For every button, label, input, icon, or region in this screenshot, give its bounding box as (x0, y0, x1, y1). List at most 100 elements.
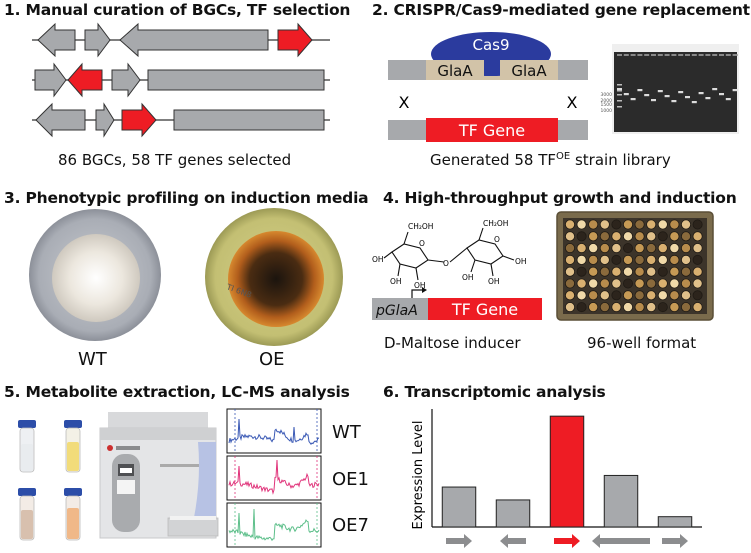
plate-well (588, 266, 599, 277)
caption-suffix: strain library (570, 151, 671, 169)
gel-band (705, 97, 711, 100)
svg-text:O: O (443, 259, 449, 268)
plate-well (599, 290, 610, 301)
plate-well (634, 254, 645, 265)
gel-band (685, 96, 690, 99)
gel-band (712, 88, 718, 91)
plate-well (564, 278, 575, 289)
plate-well (611, 254, 622, 265)
panel-4-caption-left: D-Maltose inducer (384, 334, 521, 352)
maltose-structure: CH₂OH CH₂OH O O O OH OH OH OH OH OH (372, 219, 527, 290)
svg-text:OH: OH (372, 255, 384, 264)
pglaa-tf-construct: pGlaA TF Gene (372, 287, 542, 320)
gel-band (657, 90, 663, 93)
plate-well (657, 243, 668, 254)
plate-well (669, 278, 680, 289)
gene-arrow (111, 62, 141, 98)
glaa-left-label: GlaA (437, 62, 473, 80)
plate-well (564, 231, 575, 242)
plate-well (588, 278, 599, 289)
plate-well (623, 231, 634, 242)
svg-text:O: O (419, 239, 425, 248)
gene-block (147, 69, 325, 91)
plate-well (646, 231, 657, 242)
plate-well (657, 290, 668, 301)
crossover-left: X (399, 93, 410, 112)
plate-well (576, 243, 587, 254)
plate-well (623, 302, 634, 313)
gene-arrow (95, 102, 115, 138)
panel-2-caption: Generated 58 TFOE strain library (430, 151, 671, 169)
gene-arrow (119, 22, 269, 58)
genome-flank-right (558, 60, 588, 80)
agarose-gel (612, 44, 739, 134)
plate-well (611, 219, 622, 230)
plate-well (588, 302, 599, 313)
plate-well (669, 231, 680, 242)
plate-well (634, 219, 645, 230)
plate-well (692, 302, 703, 313)
plate-well (599, 231, 610, 242)
vial (18, 488, 36, 541)
right-arrow-icon (446, 534, 472, 548)
svg-text:CH₂OH: CH₂OH (483, 219, 508, 228)
plate-well (669, 243, 680, 254)
trace-label-wt: WT (332, 422, 361, 443)
plate-well (657, 278, 668, 289)
crossover-right: X (567, 93, 578, 112)
plate-well (623, 290, 634, 301)
plate-well (646, 266, 657, 277)
plate-well (692, 278, 703, 289)
expression-bar (603, 474, 639, 528)
oe-label: OE (259, 349, 285, 370)
chromatogram-frame (226, 502, 322, 548)
plate-well (692, 231, 703, 242)
vial (64, 420, 82, 473)
expression-bar (441, 486, 477, 528)
tf-gene-arrow (67, 62, 103, 98)
plate-well (611, 278, 622, 289)
gene-arrow (84, 22, 111, 58)
panel-1-caption: 86 BGCs, 58 TF genes selected (58, 151, 292, 169)
plate-well (576, 302, 587, 313)
plate-well (576, 254, 587, 265)
plate-well (634, 231, 645, 242)
crispr-replacement-diagram: Cas9 GlaA GlaA X X TF Gene (388, 32, 588, 142)
cas9-label: Cas9 (472, 36, 509, 54)
plate-well (646, 290, 657, 301)
plate-well (611, 243, 622, 254)
gel-band (630, 98, 636, 101)
tf-gene-label: TF Gene (458, 121, 525, 140)
plate-well (576, 290, 587, 301)
plate-well (669, 219, 680, 230)
gel-band (651, 99, 656, 102)
gel-band (664, 95, 670, 98)
gel-band (732, 89, 738, 92)
96-well-plate (556, 211, 714, 321)
gel-band (698, 92, 704, 95)
gel-ladder-labels: 3000 2000 1500 1000 (601, 92, 613, 114)
plate-well (681, 266, 692, 277)
plate-well (669, 254, 680, 265)
left-arrow-icon (500, 534, 526, 548)
plate-well (681, 243, 692, 254)
panel-2-title: 2. CRISPR/Cas9-mediated gene replacement (372, 1, 750, 19)
caption-superscript: OE (556, 151, 571, 162)
vial (18, 420, 36, 473)
promoter-block (372, 298, 428, 320)
expression-bar (657, 516, 693, 528)
plate-well (576, 278, 587, 289)
panel-3-title: 3. Phenotypic profiling on induction med… (4, 189, 369, 207)
gene-arrow (37, 22, 76, 58)
gel-band (719, 93, 724, 96)
wt-label: WT (78, 349, 107, 370)
svg-text:OH: OH (414, 281, 426, 290)
plate-well (692, 290, 703, 301)
petri-plate-wt (29, 209, 161, 341)
sample-vials (18, 420, 82, 541)
plate-well (692, 254, 703, 265)
chromatogram-trace (228, 418, 320, 446)
plate-well (623, 219, 634, 230)
svg-text:2000: 2000 (601, 98, 613, 104)
panel-1-title: 1. Manual curation of BGCs, TF selection (4, 1, 351, 19)
